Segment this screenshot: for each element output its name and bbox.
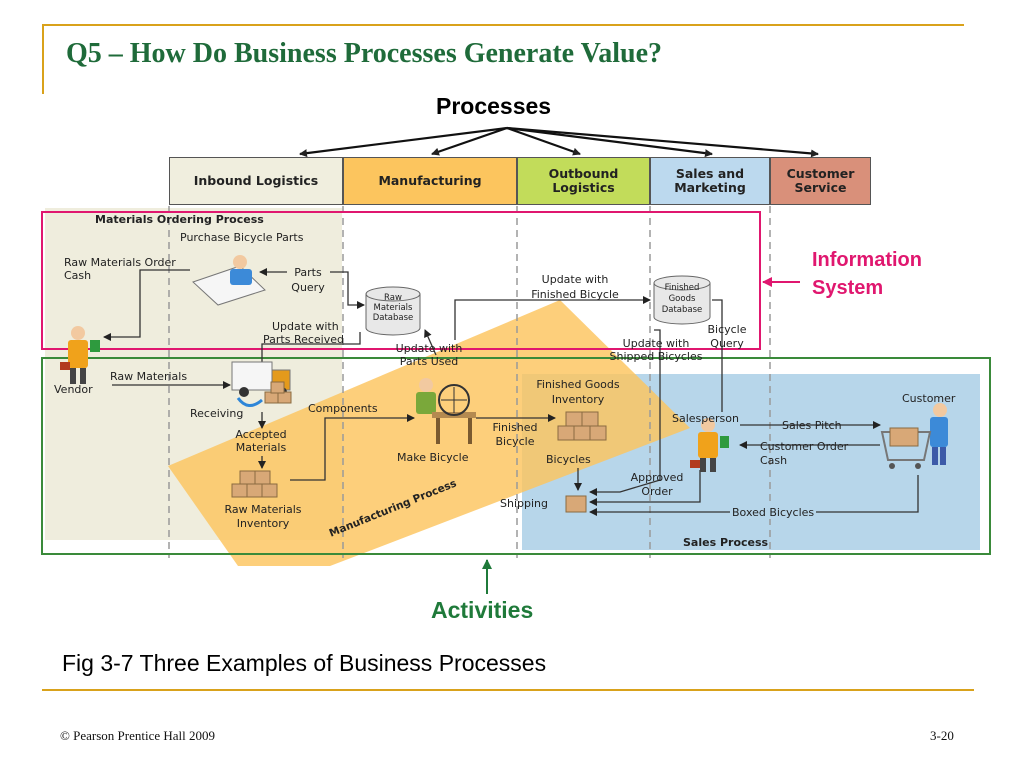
chain-outbound-logistics: Outbound Logistics	[517, 157, 650, 205]
left-rule	[42, 24, 44, 94]
chain-manufacturing: Manufacturing	[343, 157, 517, 205]
database-icon	[365, 286, 421, 336]
top-rule	[42, 24, 964, 26]
update-finished-bicycle-label-2: Finished Bicycle	[531, 288, 619, 301]
salesperson-label: Salesperson	[672, 412, 739, 425]
raw-db-label-1: Raw	[384, 293, 402, 303]
components-label: Components	[308, 402, 378, 415]
worker-icon	[416, 378, 476, 444]
chain-inbound-logistics: Inbound Logistics	[169, 157, 343, 205]
activities-label: Activities	[431, 597, 534, 623]
database-icon	[653, 275, 711, 325]
approved-order-label-1: Approved	[630, 471, 684, 484]
update-parts-used-label-1: Update with	[395, 342, 463, 355]
fg-db-label-2: Goods	[668, 294, 696, 304]
boxes-icon	[264, 381, 292, 404]
customer-cash-label: Cash	[760, 454, 788, 467]
make-bicycle-label: Make Bicycle	[397, 451, 469, 464]
raw-materials-label: Raw Materials	[110, 370, 188, 383]
manufacturing-band	[168, 300, 690, 566]
update-shipped-label-2: Shipped Bicycles	[609, 350, 703, 363]
purchase-bicycle-parts-label: Purchase Bicycle Parts	[180, 231, 304, 244]
vendor-icon	[60, 326, 100, 384]
bicycle-query-label-1: Bicycle	[707, 323, 747, 336]
parts-query-label-2: Query	[291, 281, 325, 294]
bicycle-query-label-2: Query	[710, 337, 744, 350]
purchaser-icon	[192, 255, 266, 306]
raw-materials-order-label: Raw Materials Order	[64, 256, 176, 269]
update-parts-used-label-2: Parts Used	[399, 355, 459, 368]
raw-db-label-3: Database	[372, 313, 414, 323]
sales-process-label: Sales Process	[683, 536, 769, 549]
finished-bicycle-label-1: Finished	[492, 421, 538, 434]
boxes-icon	[565, 495, 587, 513]
processes-arrows	[299, 126, 819, 158]
slide-title: Q5 – How Do Business Processes Generate …	[66, 38, 663, 69]
parts-query-label-1: Parts	[294, 266, 322, 279]
footer-page-number: 3-20	[930, 728, 954, 743]
boxes-icon	[231, 470, 278, 498]
customer-order-label: Customer Order	[760, 440, 849, 453]
column-dividers	[168, 206, 771, 558]
chain-customer-service: Customer Service	[770, 157, 871, 205]
boxes-icon	[557, 411, 607, 441]
information-system-line-1: Information	[812, 249, 922, 271]
raw-materials-inventory-label-2: Inventory	[236, 517, 290, 530]
finished-goods-inventory-label-1: Finished Goods	[536, 378, 620, 391]
footer-copyright: © Pearson Prentice Hall 2009	[60, 728, 216, 743]
chain-sales-marketing: Sales and Marketing	[650, 157, 770, 205]
approved-order-label-2: Order	[641, 485, 673, 498]
raw-db-label-2: Materials	[373, 303, 413, 313]
update-parts-received-label-1: Update with	[272, 320, 339, 333]
bottom-rule	[42, 689, 974, 691]
information-system-label: Information System	[812, 246, 922, 302]
salesperson-icon	[690, 418, 729, 472]
fg-db-label-1: Finished	[664, 283, 700, 293]
raw-materials-inventory-label-1: Raw Materials	[224, 503, 302, 516]
boxed-bicycles-label: Boxed Bicycles	[730, 506, 817, 519]
fg-db-label-3: Database	[661, 305, 703, 315]
bicycles-label: Bicycles	[546, 453, 591, 466]
cash-label: Cash	[64, 269, 92, 282]
information-system-line-2: System	[812, 277, 884, 299]
information-system-box	[41, 211, 761, 350]
update-parts-received-label-2: Parts Received	[263, 333, 344, 346]
vendor-label: Vendor	[54, 383, 93, 396]
update-shipped-label-1: Update with	[622, 337, 690, 350]
receiving-label: Receiving	[190, 407, 244, 420]
finished-bicycle-label-2: Bicycle	[495, 435, 535, 448]
accepted-materials-label-2: Materials	[235, 441, 287, 454]
activities-box	[41, 357, 991, 555]
finished-goods-inventory-label-2: Inventory	[551, 393, 605, 406]
customer-cart-icon	[880, 403, 948, 469]
processes-label: Processes	[436, 93, 552, 119]
sales-pitch-label: Sales Pitch	[782, 419, 842, 432]
materials-ordering-process-label: Materials Ordering Process	[95, 213, 264, 226]
accepted-materials-label-1: Accepted	[235, 428, 287, 441]
shipping-label: Shipping	[500, 497, 548, 510]
figure-caption: Fig 3-7 Three Examples of Business Proce…	[62, 650, 547, 676]
customer-label: Customer	[902, 392, 956, 405]
update-finished-bicycle-label-1: Update with	[541, 273, 609, 286]
